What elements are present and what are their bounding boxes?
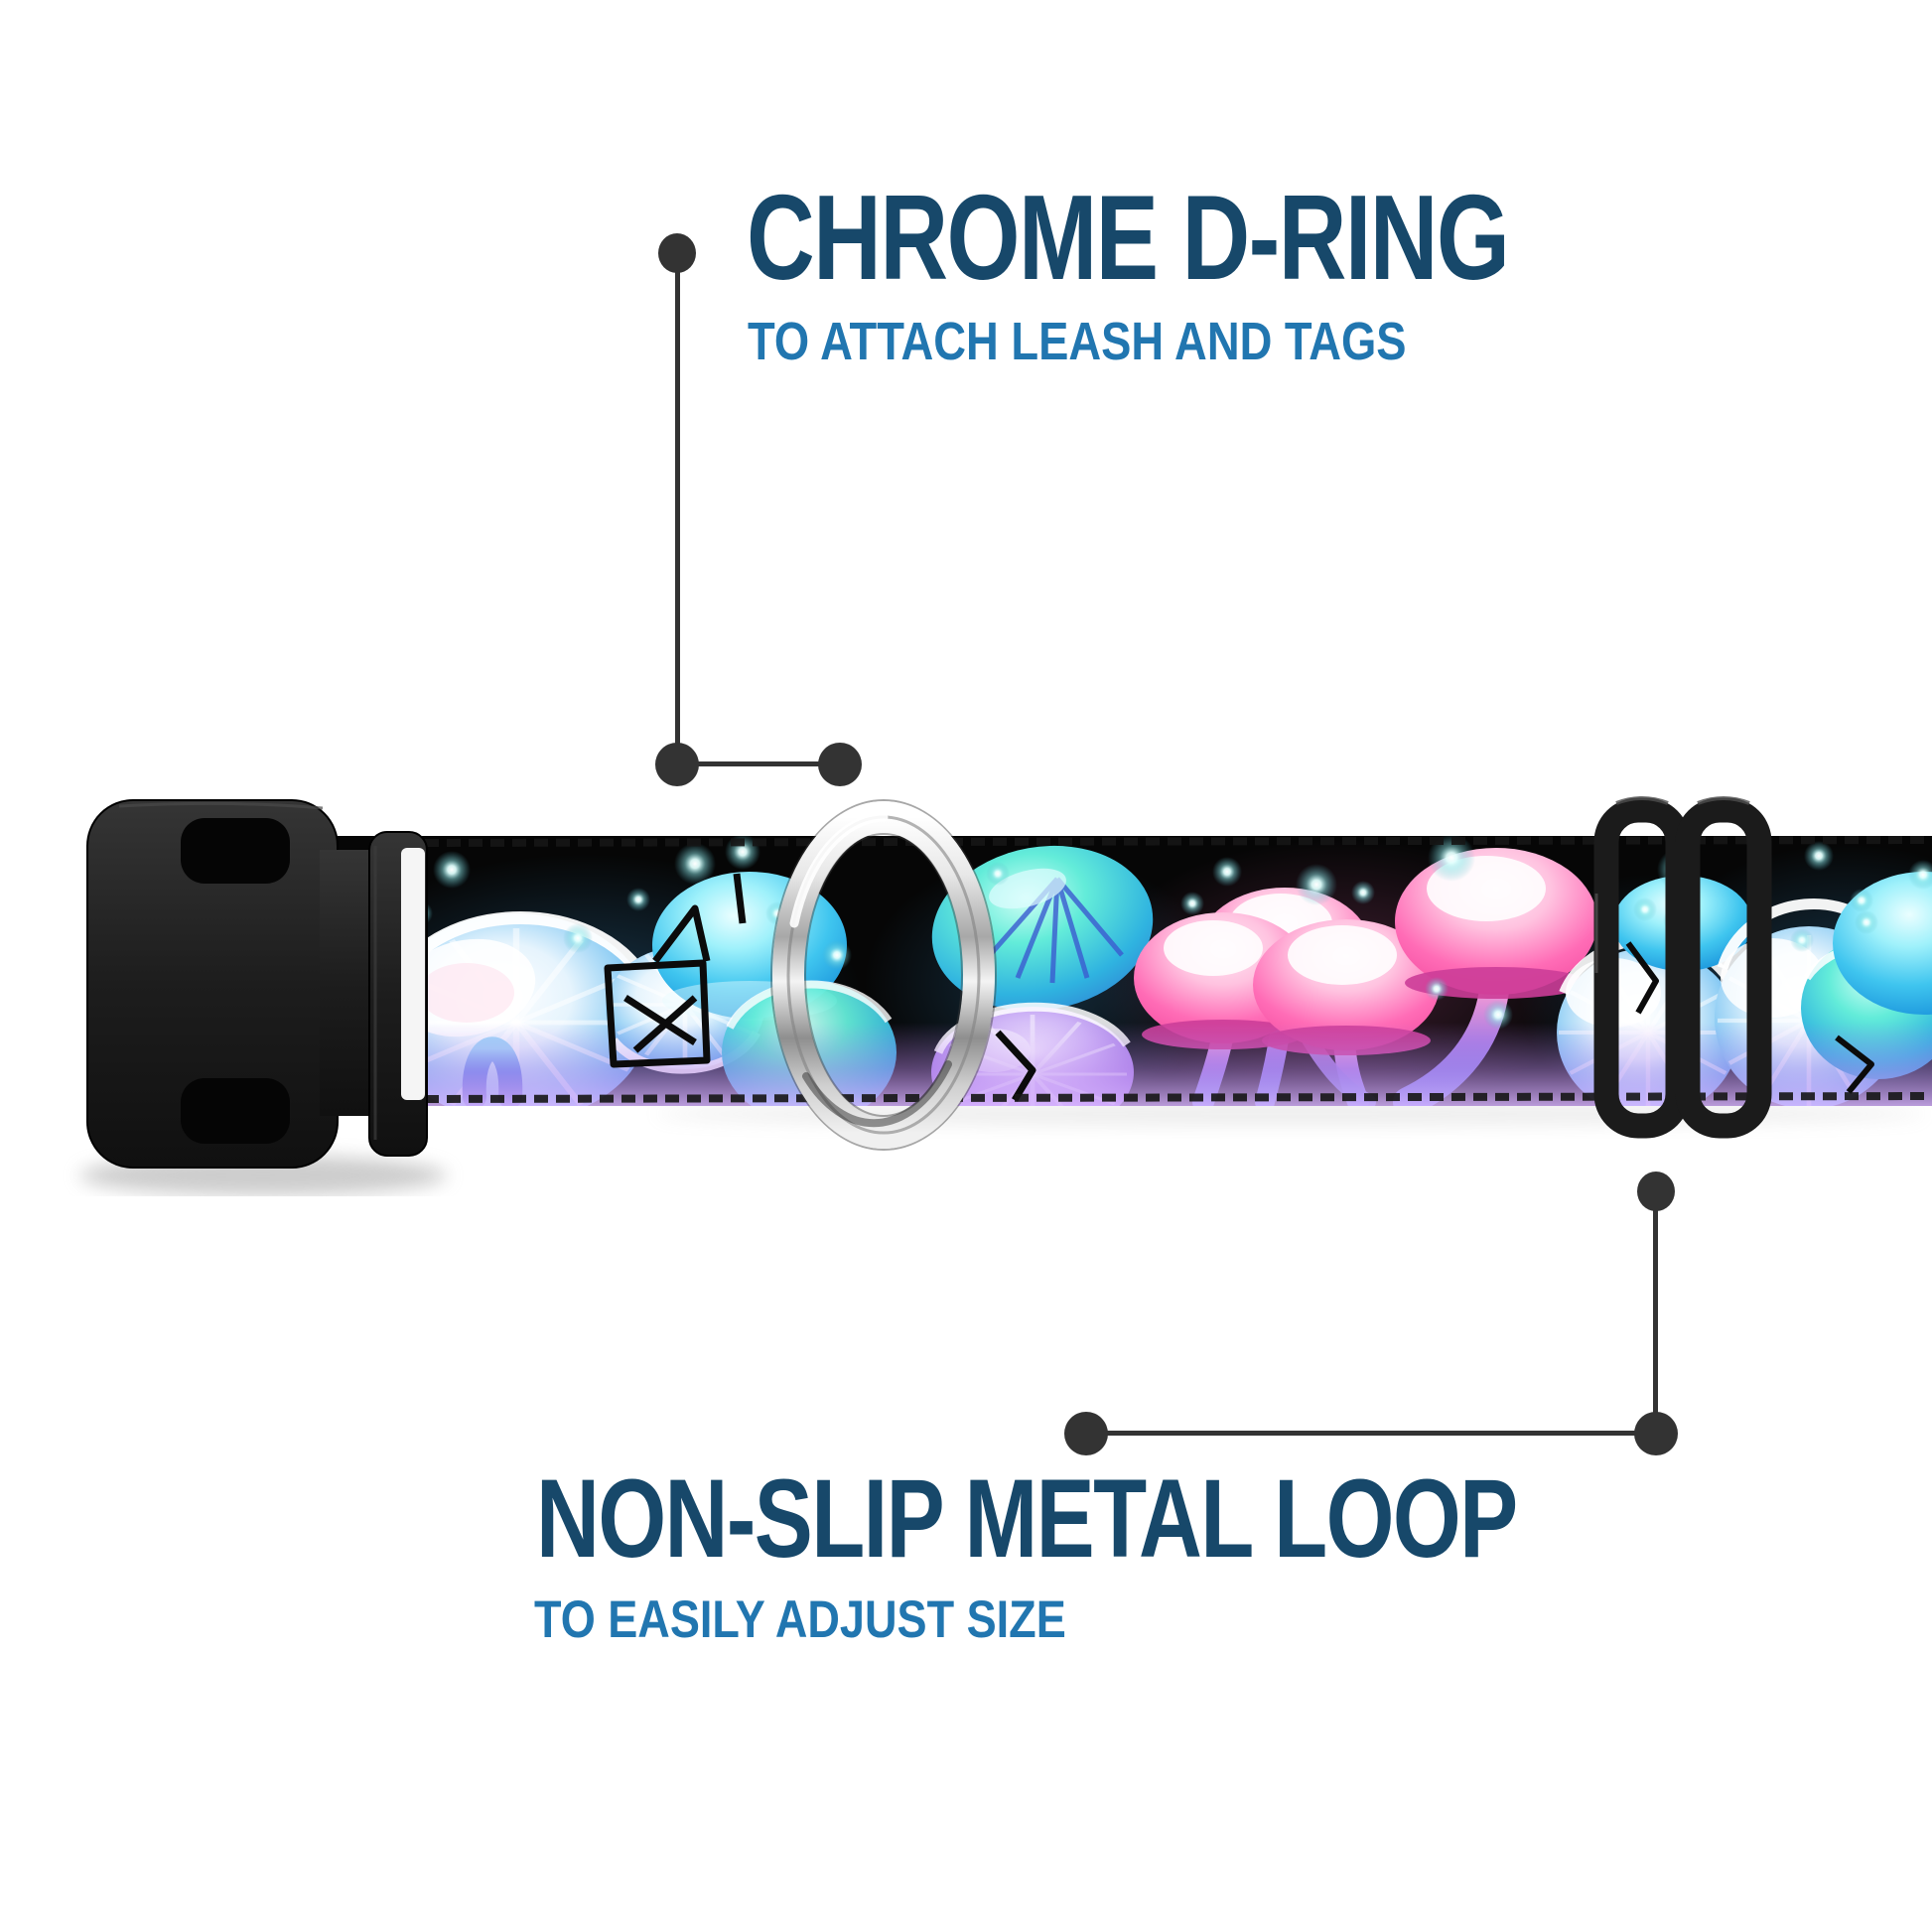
callout-line-horizontal <box>1088 1431 1656 1436</box>
slider-loop <box>1593 796 1772 1139</box>
callout-dot <box>818 743 862 786</box>
callout-dot <box>1637 1172 1675 1211</box>
callout-line-vertical <box>1653 1207 1658 1434</box>
dring-callout-subtitle: TO ATTACH LEASH AND TAGS <box>748 312 1407 371</box>
dog-collar-image <box>79 796 1932 1195</box>
loop-callout-title: NON-SLIP METAL LOOP <box>536 1456 1518 1581</box>
chrome-d-ring <box>770 799 997 1151</box>
callout-dot <box>1064 1412 1108 1455</box>
side-release-buckle <box>86 799 428 1169</box>
dring-callout-title: CHROME D-RING <box>747 170 1510 305</box>
callout-dot <box>658 233 696 273</box>
crackle-lines <box>604 873 1874 1102</box>
callout-line-horizontal <box>677 761 841 766</box>
buckle-slot-gap <box>401 848 425 1100</box>
loop-callout-subtitle: TO EASILY ADJUST SIZE <box>534 1590 1066 1649</box>
mushroom-pattern <box>338 836 1932 1106</box>
callout-line-vertical <box>675 270 680 747</box>
firefly-glow-dots <box>409 836 1932 1030</box>
